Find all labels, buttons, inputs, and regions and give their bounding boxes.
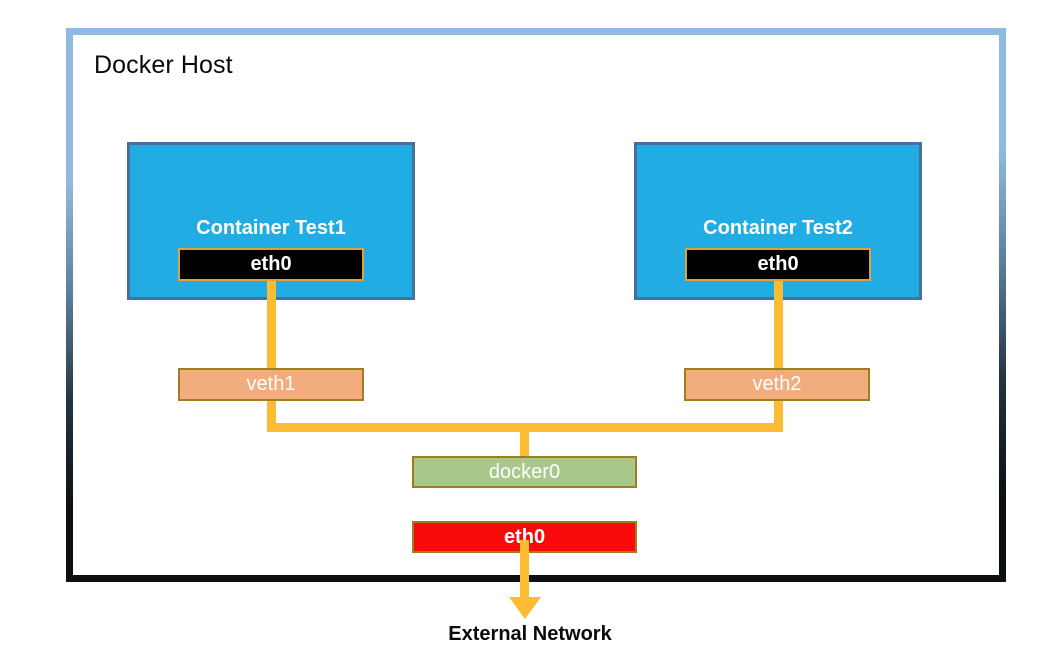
container-test2-eth0-box[interactable]: eth0 bbox=[685, 248, 871, 281]
container-test2-box[interactable]: Container Test2 eth0 bbox=[634, 142, 922, 300]
docker0-bridge-box[interactable]: docker0 bbox=[412, 456, 637, 488]
wire-bus-to-docker0 bbox=[520, 423, 529, 463]
veth2-box[interactable]: veth2 bbox=[684, 368, 870, 401]
docker-host-panel bbox=[66, 28, 1006, 582]
docker-host-title: Docker Host bbox=[94, 51, 233, 79]
host-frame-top-edge bbox=[66, 28, 1006, 35]
wire-container1-to-veth1 bbox=[267, 263, 276, 429]
container-test2-label: Container Test2 bbox=[703, 217, 853, 239]
wire-eth0-to-external bbox=[520, 540, 529, 605]
container-test1-label: Container Test1 bbox=[196, 217, 346, 239]
external-network-arrow-icon bbox=[509, 597, 541, 619]
wire-container2-to-veth2 bbox=[774, 263, 783, 429]
veth1-box[interactable]: veth1 bbox=[178, 368, 364, 401]
host-frame-bottom-edge bbox=[66, 575, 1006, 582]
host-frame-right-edge bbox=[999, 28, 1006, 582]
container-test1-eth0-box[interactable]: eth0 bbox=[178, 248, 364, 281]
host-frame-left-edge bbox=[66, 28, 73, 582]
container-test1-box[interactable]: Container Test1 eth0 bbox=[127, 142, 415, 300]
external-network-label: External Network bbox=[448, 623, 612, 645]
